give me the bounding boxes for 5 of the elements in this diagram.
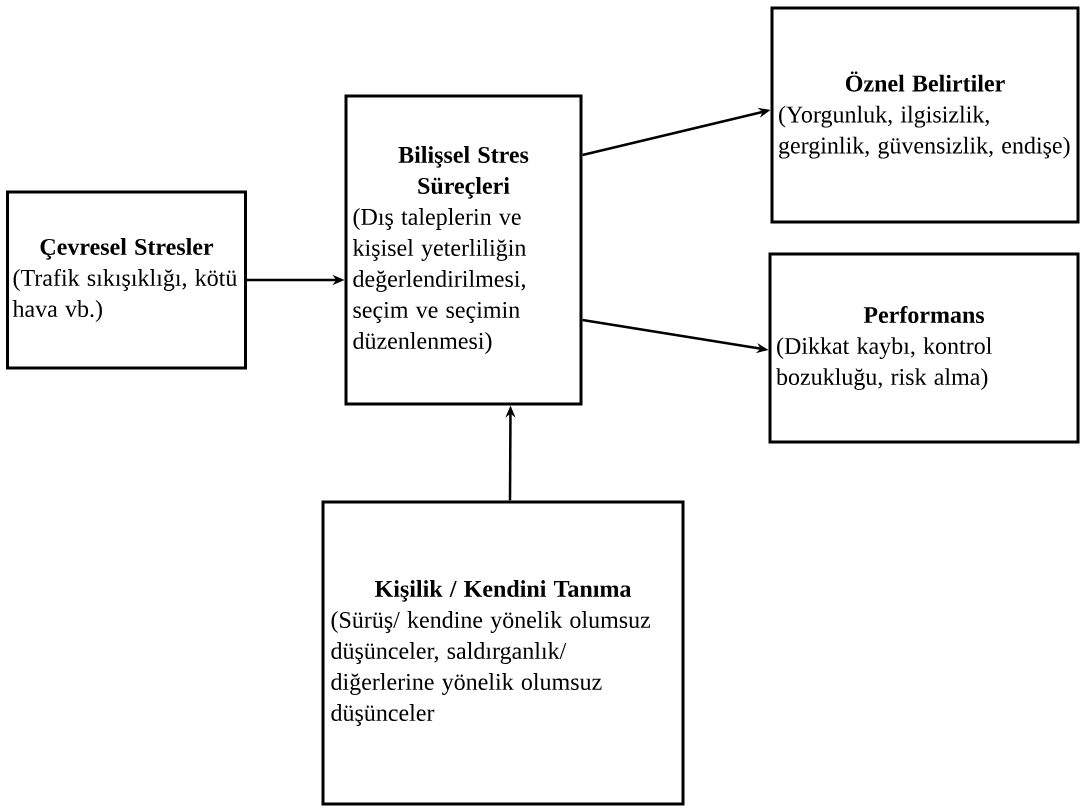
process-box: Öznel Belirtiler (Yorgunluk, ilgisizlik, gerginlik, güvensizlik, endişe): [770, 6, 1080, 224]
process-box: Bilişsel Stres Süreçleri (Dış taleplerin ve kişisel yeterliliğin değerlendirilmesi, seçim ve seçimin düzenlenmesi): [344, 94, 583, 406]
process-box: Performans (Dikkat kaybı, kontrol bozukluğu, risk alma): [768, 252, 1080, 444]
process-box: Çevresel Stresler (Trafik sıkışıklığı, kötü hava vb.): [6, 190, 247, 370]
process-box: Kişilik / Kendini Tanıma (Sürüş/ kendine yönelik olumsuz düşünceler, saldırganlık/ diğerlerine yönelik olumsuz düşünceler: [321, 500, 685, 806]
